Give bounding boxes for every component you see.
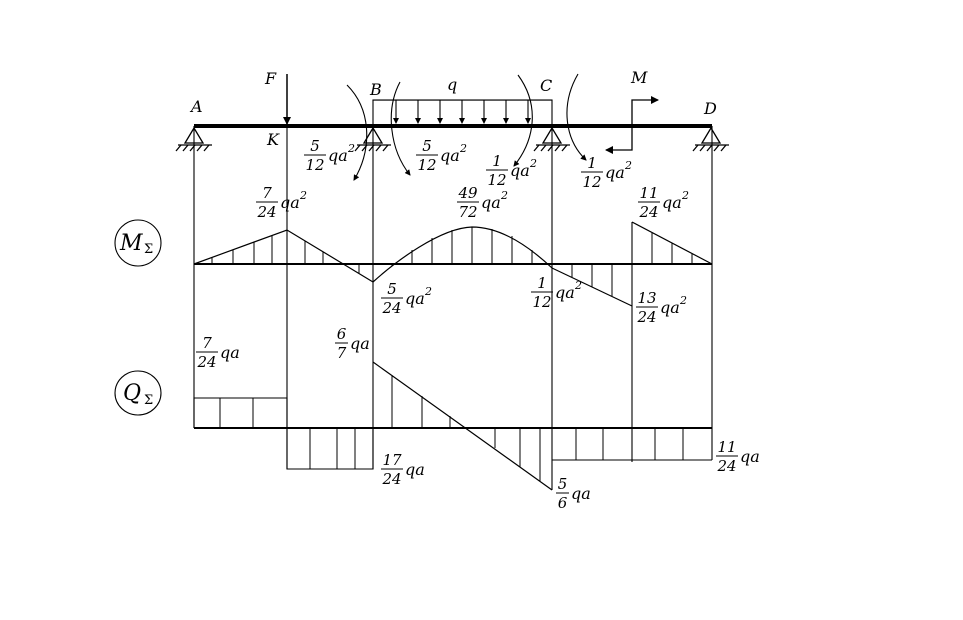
svg-text:qa: qa (440, 146, 460, 165)
svg-text:11: 11 (717, 438, 736, 456)
distributed-load (372, 99, 553, 124)
svg-text:5: 5 (558, 475, 568, 493)
point-label-k: K (266, 130, 280, 149)
svg-text:24: 24 (381, 299, 401, 317)
svg-text:qa: qa (555, 283, 575, 302)
svg-text:qa: qa (280, 193, 300, 212)
svg-text:qa: qa (481, 193, 501, 212)
svg-text:2: 2 (624, 159, 632, 172)
svg-text:6: 6 (558, 494, 568, 512)
svg-text:qa: qa (510, 161, 530, 180)
svg-text:qa: qa (405, 289, 425, 308)
svg-text:qa: qa (660, 298, 680, 317)
svg-text:24: 24 (196, 353, 216, 371)
svg-text:qa: qa (571, 484, 591, 503)
force-label: F (264, 69, 277, 88)
svg-text:7: 7 (262, 184, 272, 202)
svg-text:1: 1 (537, 274, 547, 292)
moment-arrow (605, 96, 659, 154)
svg-text:2: 2 (574, 279, 582, 292)
svg-text:qa: qa (405, 460, 425, 479)
moment-label: M (630, 68, 648, 87)
svg-text:2: 2 (459, 142, 467, 155)
svg-text:24: 24 (716, 457, 736, 475)
svg-text:Q: Q (123, 381, 141, 406)
svg-text:Σ: Σ (144, 242, 153, 257)
point-label-c: C (540, 76, 552, 95)
svg-text:7: 7 (337, 344, 347, 362)
svg-text:13: 13 (637, 289, 656, 307)
svg-text:2: 2 (529, 157, 537, 170)
svg-text:5: 5 (310, 137, 320, 155)
svg-text:2: 2 (679, 294, 687, 307)
svg-text:12: 12 (305, 156, 324, 174)
svg-text:qa: qa (350, 334, 370, 353)
svg-text:qa: qa (220, 343, 240, 362)
point-label-b: B (369, 80, 382, 99)
svg-text:qa: qa (605, 163, 625, 182)
distributed-load-label: q (447, 75, 457, 94)
svg-text:6: 6 (337, 325, 347, 343)
shear-diagram (193, 361, 712, 491)
svg-text:2: 2 (681, 189, 689, 202)
svg-text:5: 5 (387, 280, 397, 298)
moment-diagram-name: M Σ (114, 219, 162, 267)
curved-moment-arrows (346, 73, 587, 181)
svg-text:qa: qa (662, 193, 682, 212)
svg-text:12: 12 (417, 156, 436, 174)
svg-text:qa: qa (740, 447, 760, 466)
svg-text:24: 24 (636, 308, 656, 326)
svg-text:M: M (119, 231, 143, 256)
support-d (692, 126, 729, 152)
shear-diagram-name: Q Σ (114, 370, 162, 416)
svg-text:24: 24 (256, 203, 276, 221)
svg-text:12: 12 (582, 173, 601, 191)
svg-text:qa: qa (328, 146, 348, 165)
svg-text:5: 5 (422, 137, 432, 155)
svg-text:72: 72 (458, 203, 477, 221)
svg-text:17: 17 (382, 451, 402, 469)
svg-text:2: 2 (299, 189, 307, 202)
svg-text:2: 2 (347, 142, 355, 155)
svg-text:2: 2 (424, 285, 432, 298)
svg-text:24: 24 (381, 470, 401, 488)
moment-diagram (193, 126, 713, 490)
svg-text:Σ: Σ (144, 393, 153, 408)
svg-text:7: 7 (202, 334, 212, 352)
point-label-d: D (703, 99, 717, 118)
svg-text:24: 24 (638, 203, 658, 221)
point-label-a: A (189, 97, 203, 116)
svg-text:12: 12 (487, 171, 506, 189)
svg-text:12: 12 (532, 293, 551, 311)
svg-text:2: 2 (500, 189, 508, 202)
svg-text:1: 1 (587, 154, 597, 172)
svg-text:49: 49 (457, 184, 478, 202)
svg-text:1: 1 (492, 152, 502, 170)
svg-text:11: 11 (639, 184, 658, 202)
